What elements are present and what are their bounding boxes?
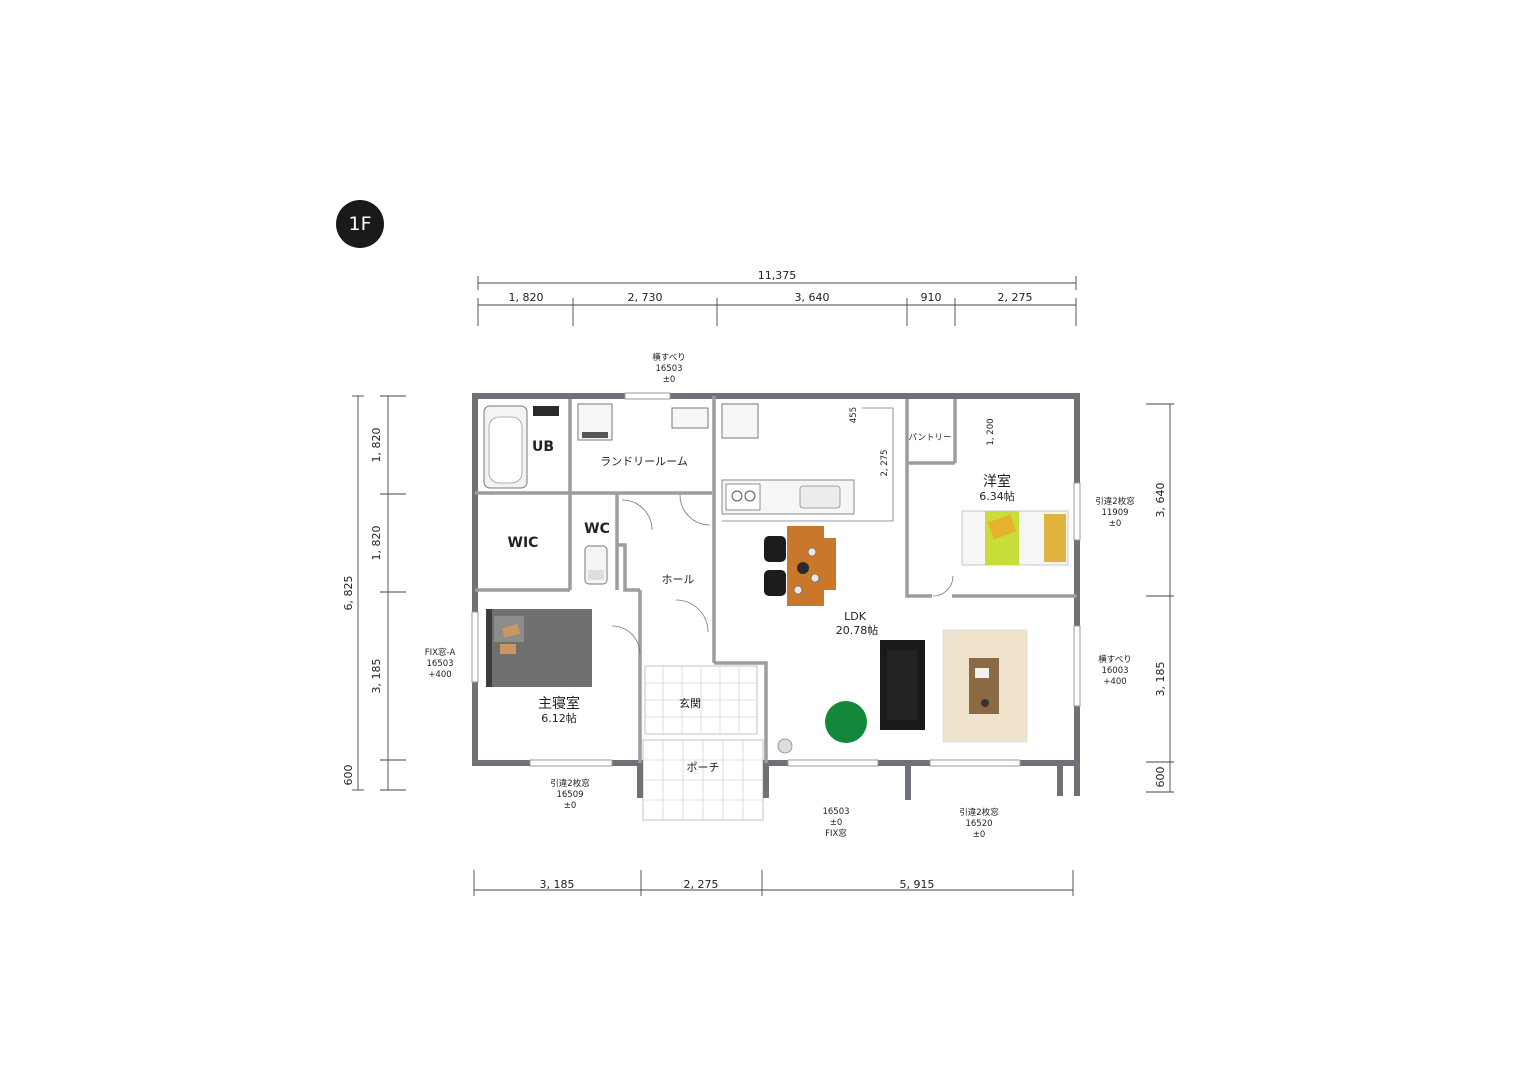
dim-right-3: 600 xyxy=(1154,767,1167,788)
inner-dimensions: 2, 275 455 1, 200 xyxy=(849,407,996,477)
dim-left-2: 1, 820 xyxy=(370,526,383,561)
room-wic: WIC xyxy=(508,535,539,551)
window-note-left: FIX窓-A 16503 +400 xyxy=(425,647,456,680)
room-entrance: 玄関 xyxy=(679,696,701,710)
svg-text:11909: 11909 xyxy=(1101,508,1128,518)
window-note-right-lower: 横すべり 16003 +400 xyxy=(1098,654,1131,687)
dining-table xyxy=(787,526,836,606)
svg-text:±0: ±0 xyxy=(663,375,676,385)
window-note-bottom-mid: 16503 ±0 FIX窓 xyxy=(822,807,849,839)
door-swings xyxy=(611,494,954,655)
dim-top-3: 3, 640 xyxy=(795,291,830,304)
room-ldk-area: 20.78帖 xyxy=(836,624,879,637)
dim-bottom-1: 3, 185 xyxy=(540,878,575,891)
dim-top-5: 2, 275 xyxy=(998,291,1033,304)
plant xyxy=(825,701,867,743)
svg-text:16003: 16003 xyxy=(1101,666,1128,676)
room-western-area: 6.34帖 xyxy=(979,490,1015,503)
master-bed xyxy=(486,609,592,687)
svg-text:16503: 16503 xyxy=(655,364,682,374)
floor-lamp xyxy=(777,738,793,754)
dim-left-1: 1, 820 xyxy=(370,428,383,463)
laundry-sink xyxy=(671,407,709,429)
dim-left-4: 600 xyxy=(342,765,355,786)
dim-top-4: 910 xyxy=(921,291,942,304)
bathtub xyxy=(483,405,559,489)
svg-text:±0: ±0 xyxy=(973,830,986,840)
room-labels: UB ランドリールーム WIC WC ホール パントリー 洋室 6.34帖 LD… xyxy=(508,433,1015,774)
toilet xyxy=(584,545,608,585)
svg-text:±0: ±0 xyxy=(1109,519,1122,529)
svg-text:FIX窓: FIX窓 xyxy=(825,828,847,839)
left-dimensions: 6, 825 1, 820 1, 820 3, 185 600 xyxy=(342,395,406,791)
porch-tile-grid xyxy=(643,740,763,820)
window-note-top: 横すべり 16503 ±0 xyxy=(652,352,685,385)
room-hall: ホール xyxy=(662,573,695,586)
dim-top-2: 2, 730 xyxy=(628,291,663,304)
svg-text:+400: +400 xyxy=(1103,677,1126,687)
svg-text:16520: 16520 xyxy=(965,819,992,829)
bottom-dimensions: 3, 185 2, 275 5, 915 xyxy=(473,870,1074,896)
window-note-bottom-right: 引違2枚窓 16520 ±0 xyxy=(959,807,999,840)
dim-left-3: 3, 185 xyxy=(370,659,383,694)
room-ub: UB xyxy=(532,439,554,455)
svg-text:横すべり: 横すべり xyxy=(652,352,685,363)
dim-pantry: 455 xyxy=(849,407,859,423)
exterior-walls xyxy=(472,393,1080,800)
dim-bottom-3: 5, 915 xyxy=(900,878,935,891)
svg-text:+400: +400 xyxy=(428,670,451,680)
svg-text:16503: 16503 xyxy=(426,659,453,669)
dim-top-1: 1, 820 xyxy=(509,291,544,304)
svg-text:引違2枚窓: 引違2枚窓 xyxy=(1095,496,1135,507)
dim-bottom-2: 2, 275 xyxy=(684,878,719,891)
coffee-table xyxy=(969,658,999,714)
floor-badge: 1F xyxy=(336,200,384,248)
window-note-bottom-left: 引違2枚窓 16509 ±0 xyxy=(550,778,590,811)
sofa xyxy=(880,640,925,730)
window-frames xyxy=(471,392,1081,767)
room-wc: WC xyxy=(584,521,610,537)
entrance-tile-grid xyxy=(645,666,757,734)
dim-top-total: 11,375 xyxy=(758,269,797,282)
room-pantry: パントリー xyxy=(909,433,952,443)
svg-text:横すべり: 横すべり xyxy=(1098,654,1131,665)
dining-chairs xyxy=(764,536,786,596)
room-ldk: LDK xyxy=(844,610,867,623)
interior-walls xyxy=(475,396,1077,763)
fridge xyxy=(721,403,759,439)
room-laundry: ランドリールーム xyxy=(600,455,688,468)
svg-text:引違2枚窓: 引違2枚窓 xyxy=(550,778,590,789)
room-porch: ポーチ xyxy=(687,761,720,774)
washer xyxy=(577,403,613,441)
svg-text:FIX窓-A: FIX窓-A xyxy=(425,647,456,658)
top-dimensions: 11,375 1, 820 2, 730 3, 640 910 2, 275 xyxy=(477,269,1077,326)
svg-text:16503: 16503 xyxy=(822,807,849,817)
window-note-right-upper: 引違2枚窓 11909 ±0 xyxy=(1095,496,1135,529)
futon xyxy=(961,510,1069,566)
dim-right-2: 3, 185 xyxy=(1154,662,1167,697)
svg-text:引違2枚窓: 引違2枚窓 xyxy=(959,807,999,818)
right-dimensions: 3, 640 3, 185 600 xyxy=(1146,403,1174,793)
dim-right-1: 3, 640 xyxy=(1154,483,1167,518)
room-master: 主寝室 xyxy=(538,695,580,712)
dim-left-total: 6, 825 xyxy=(342,576,355,611)
svg-text:16509: 16509 xyxy=(556,790,583,800)
dim-room: 1, 200 xyxy=(986,418,996,445)
dim-kitchen: 2, 275 xyxy=(880,449,890,476)
kitchen-counter xyxy=(721,479,855,515)
svg-text:±0: ±0 xyxy=(564,801,577,811)
svg-text:±0: ±0 xyxy=(830,818,843,828)
room-western: 洋室 xyxy=(983,473,1011,490)
room-master-area: 6.12帖 xyxy=(541,712,577,725)
